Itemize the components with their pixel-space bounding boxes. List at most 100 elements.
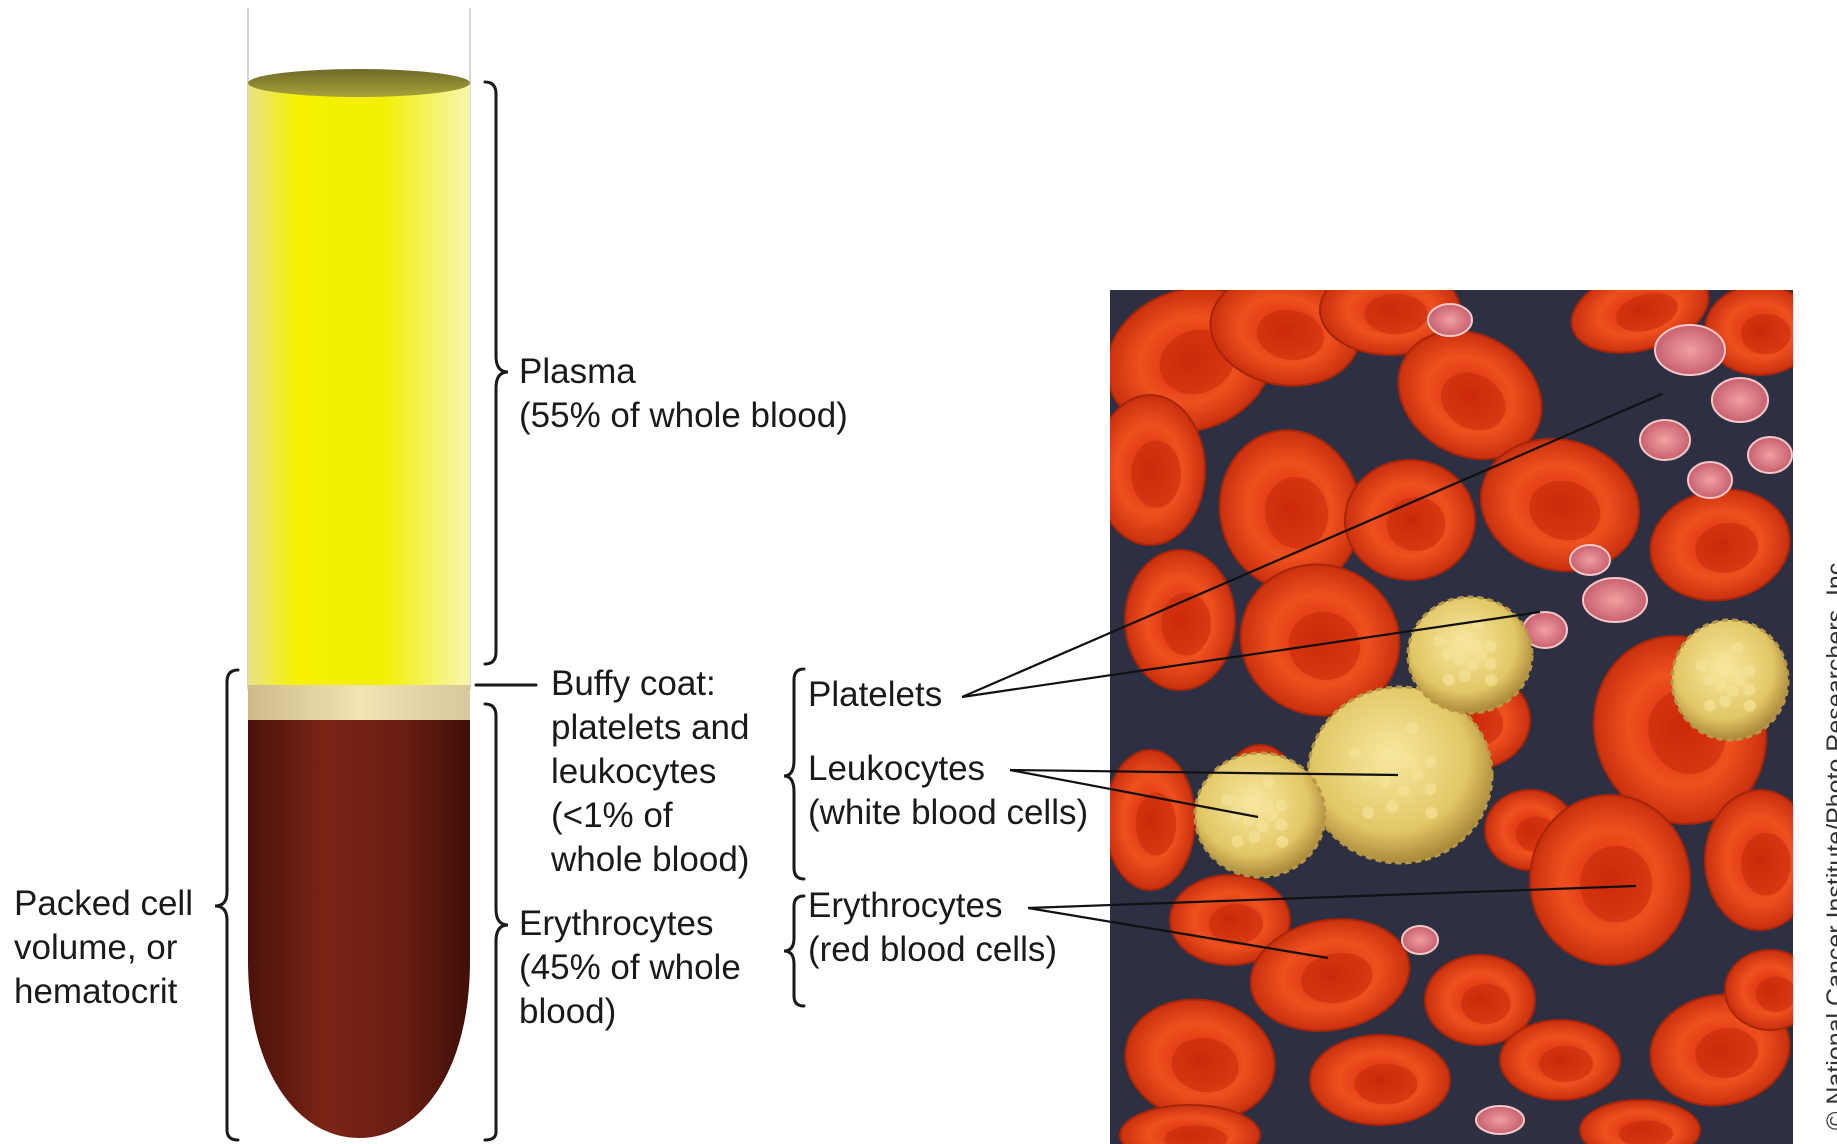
white-blood-cell-texture xyxy=(1485,674,1497,686)
platelet xyxy=(1640,420,1690,460)
white-blood-cell-texture xyxy=(1232,836,1244,848)
leukocytes-label: Leukocytes xyxy=(808,747,985,791)
platelet xyxy=(1583,578,1647,622)
red-blood-cell-center xyxy=(1756,976,1797,1012)
buffy-coat-brace xyxy=(784,669,804,879)
white-blood-cell-texture xyxy=(1222,794,1234,806)
white-blood-cell-texture xyxy=(1406,722,1418,734)
white-blood-cell-texture xyxy=(1485,658,1497,670)
packed-cell-label-line-2: volume, or xyxy=(14,926,177,970)
white-blood-cell-texture xyxy=(1744,700,1756,712)
buffy-coat-label-line-4: (<1% of xyxy=(551,794,673,838)
white-blood-cell-texture xyxy=(1230,809,1242,821)
white-blood-cell-texture xyxy=(1249,787,1261,799)
white-blood-cell-texture xyxy=(1732,642,1744,654)
platelet xyxy=(1748,437,1792,473)
erythrocytes-percent-line-2: blood) xyxy=(519,990,616,1034)
packed-cell-brace xyxy=(215,670,238,1140)
white-blood-cell-texture xyxy=(1454,654,1466,666)
white-blood-cell-texture xyxy=(1424,783,1436,795)
platelet xyxy=(1428,304,1472,336)
red-blood-cell-center xyxy=(1580,846,1652,923)
red-blood-cell-center xyxy=(1387,497,1446,551)
red-blood-cell-center xyxy=(1461,984,1511,1025)
red-blood-cell-center xyxy=(1131,440,1181,508)
white-blood-cell-texture xyxy=(1257,820,1269,832)
white-blood-cell-texture xyxy=(1703,674,1715,686)
white-blood-cell xyxy=(1672,620,1788,740)
white-blood-cell-texture xyxy=(1459,628,1471,640)
platelet xyxy=(1688,462,1732,498)
plasma-label: Plasma xyxy=(519,350,636,394)
erythrocytes-label: Erythrocytes xyxy=(808,884,1003,928)
white-blood-cell-texture xyxy=(1426,807,1438,819)
buffy-coat-layer xyxy=(248,685,470,722)
white-blood-cell-texture xyxy=(1443,674,1455,686)
photo-credit: © National Cancer Institute/Photo Resear… xyxy=(1822,556,1837,1130)
platelet xyxy=(1712,378,1768,422)
erythrocytes-sub-label: (red blood cells) xyxy=(808,928,1057,972)
white-blood-cell-texture xyxy=(1457,641,1469,653)
platelet xyxy=(1402,926,1438,954)
red-blood-cell-center xyxy=(1741,314,1791,355)
white-blood-cell-texture xyxy=(1720,653,1732,665)
white-blood-cell-texture xyxy=(1731,666,1743,678)
erythrocyte-layer xyxy=(248,720,470,1138)
white-blood-cell-texture xyxy=(1411,769,1423,781)
white-blood-cell-texture xyxy=(1714,679,1726,691)
plasma-layer xyxy=(248,82,470,685)
white-blood-cell-texture xyxy=(1379,776,1391,788)
platelet xyxy=(1570,545,1610,575)
white-blood-cell-texture xyxy=(1362,807,1374,819)
blood-cell-micrograph xyxy=(1086,253,1815,1144)
buffy-coat-label-line-2: platelets and xyxy=(551,706,749,750)
red-blood-cell-center xyxy=(1209,904,1263,945)
plasma-brace xyxy=(485,82,508,664)
platelet xyxy=(1655,325,1725,375)
red-blood-cell-center xyxy=(1365,294,1428,335)
white-blood-cell-texture xyxy=(1387,738,1399,750)
plasma-percent-label: (55% of whole blood) xyxy=(519,394,848,438)
red-blood-cell-center xyxy=(1539,1046,1593,1082)
white-blood-cell-texture xyxy=(1247,800,1259,812)
packed-cell-label-line-3: hematocrit xyxy=(14,970,177,1014)
white-blood-cell-texture xyxy=(1743,684,1755,696)
white-blood-cell-texture xyxy=(1276,836,1288,848)
red-blood-cell-center xyxy=(1355,1064,1418,1105)
white-blood-cell-texture xyxy=(1425,756,1437,768)
erythrocytes-photo-brace xyxy=(784,896,804,1006)
erythrocytes-brace xyxy=(485,704,508,1140)
buffy-coat-label-line-5: whole blood) xyxy=(551,838,749,882)
red-blood-cell-center xyxy=(1161,593,1211,656)
platelet xyxy=(1476,1106,1524,1134)
white-blood-cell-texture xyxy=(1262,800,1274,812)
buffy-coat-label-line-1: Buffy coat: xyxy=(551,662,716,706)
white-blood-cell-texture xyxy=(1719,695,1731,707)
white-blood-cell-texture xyxy=(1704,700,1716,712)
white-blood-cell-texture xyxy=(1384,756,1396,768)
red-blood-cell-center xyxy=(1741,833,1791,896)
white-blood-cell-texture xyxy=(1467,659,1479,671)
white-blood-cell-texture xyxy=(1349,748,1361,760)
white-blood-cell-texture xyxy=(1276,800,1288,812)
white-blood-cell-texture xyxy=(1441,649,1453,661)
red-blood-cell-center xyxy=(1136,793,1177,856)
white-blood-cell-texture xyxy=(1695,659,1707,671)
erythrocytes-percent-line-1: (45% of whole xyxy=(519,946,741,990)
white-blood-cell-texture xyxy=(1718,665,1730,677)
white-blood-cell-texture xyxy=(1459,670,1471,682)
packed-cell-label-line-1: Packed cell xyxy=(14,882,193,926)
white-blood-cell-texture xyxy=(1386,800,1398,812)
test-tube xyxy=(248,8,470,1138)
white-blood-cell-texture xyxy=(1262,776,1274,788)
white-blood-cell-texture xyxy=(1249,831,1261,843)
leukocytes-sub-label: (white blood cells) xyxy=(808,791,1088,835)
white-blood-cell-texture xyxy=(1276,819,1288,831)
white-blood-cell-texture xyxy=(1471,641,1483,653)
white-blood-cell-texture xyxy=(1485,640,1497,652)
white-blood-cell-texture xyxy=(1726,685,1738,697)
buffy-coat-label-line-3: leukocytes xyxy=(551,750,716,794)
white-blood-cell-texture xyxy=(1398,785,1410,797)
white-blood-cell-texture xyxy=(1433,635,1445,647)
